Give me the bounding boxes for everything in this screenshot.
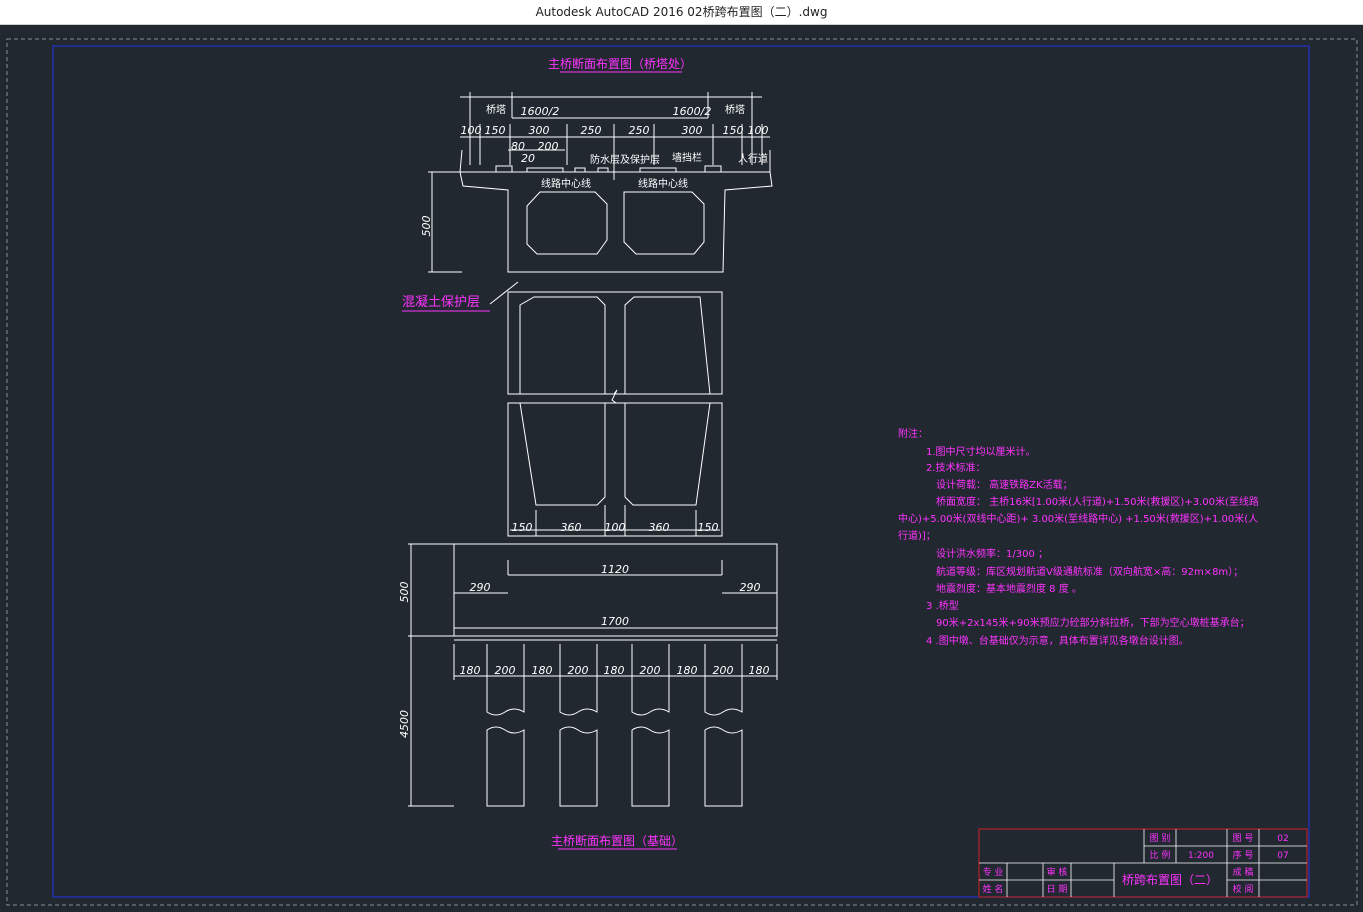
pile-dim-1: 200 bbox=[495, 664, 516, 677]
pile-dim-2: 180 bbox=[532, 664, 553, 677]
dim-1120: 1120 bbox=[601, 563, 629, 576]
note-2: 2.技术标准： bbox=[926, 461, 986, 474]
tb-label-date: 日 期 bbox=[1047, 884, 1068, 895]
dim-150a: 150 bbox=[485, 124, 506, 137]
title-block: 图 别 图 号 02 比 例 1:200 序 号 07 专 业 审 核 姓 名 … bbox=[978, 828, 1308, 898]
tb-label-draft: 成 稿 bbox=[1233, 866, 1254, 878]
pile-dim-5: 200 bbox=[640, 664, 661, 677]
window-titlebar: Autodesk AutoCAD 2016 02桥跨布置图（二）.dwg bbox=[0, 0, 1363, 25]
note-2b: 桥面宽度： 主桥16米[1.00米(人行道)+1.50米(救援区)+3.00米(… bbox=[936, 495, 1259, 508]
tb-drawing-name: 桥跨布置图（二） bbox=[1122, 873, 1218, 887]
dim-360-mid-b: 360 bbox=[649, 521, 670, 534]
label-tower-left: 桥塔 bbox=[486, 103, 506, 116]
note-2d: 航道等级：库区规划航道Ⅴ级通航标准（双向航宽×高：92m×8m）； bbox=[936, 565, 1243, 578]
pile-dim-7: 200 bbox=[713, 664, 734, 677]
dim-250a: 250 bbox=[581, 124, 602, 137]
tb-label-name: 姓 名 bbox=[983, 883, 1004, 895]
dim-1700: 1700 bbox=[601, 615, 629, 628]
tb-label-major: 专 业 bbox=[983, 866, 1004, 878]
dim-200: 200 bbox=[538, 140, 559, 153]
dim-150-mid-b: 150 bbox=[698, 521, 719, 534]
tb-value-scale: 1:200 bbox=[1188, 851, 1214, 861]
note-2a: 设计荷载： 高速铁路ZK活载； bbox=[936, 478, 1073, 491]
notes: 附注： 1.图中尺寸均以厘米计。 2.技术标准： 设计荷载： 高速铁路ZK活载；… bbox=[898, 427, 1259, 647]
label-sidewalk: 人行道 bbox=[738, 152, 768, 165]
label-fence: 墙挡栏 bbox=[672, 151, 702, 164]
pier-dims: 150 360 100 360 150 bbox=[512, 521, 719, 534]
note-2b-cont2: 行道)]； bbox=[898, 529, 936, 542]
top-title: 主桥断面布置图（桥塔处） bbox=[548, 56, 692, 71]
pile-dim-0: 180 bbox=[460, 664, 481, 677]
pile-dim-4: 180 bbox=[604, 664, 625, 677]
girder-section bbox=[428, 92, 773, 305]
frame-border bbox=[52, 45, 1310, 898]
label-protect-layer: 混凝土保护层 bbox=[402, 294, 480, 310]
drawing-svg[interactable]: 主桥断面布置图（桥塔处） bbox=[0, 25, 1363, 912]
tb-value-seq: 07 bbox=[1277, 851, 1288, 861]
dim-300a: 300 bbox=[529, 124, 550, 137]
tb-label-check: 校 阅 bbox=[1233, 883, 1254, 895]
dim-100b: 100 bbox=[748, 124, 769, 137]
dim-290-left: 290 bbox=[470, 581, 491, 594]
note-3: 3 .桥型 bbox=[926, 599, 959, 612]
label-waterproof: 防水层及保护层 bbox=[590, 153, 660, 166]
foundation bbox=[408, 543, 778, 807]
dim-250b: 250 bbox=[629, 124, 650, 137]
label-half-left: 1600/2 bbox=[521, 105, 560, 118]
note-1: 1.图中尺寸均以厘米计。 bbox=[926, 445, 1036, 458]
dim-150b: 150 bbox=[723, 124, 744, 137]
label-half-right: 1600/2 bbox=[673, 105, 712, 118]
bottom-title: 主桥断面布置图（基础） bbox=[551, 833, 683, 848]
dim-100-mid: 100 bbox=[605, 521, 626, 534]
tb-label-seq: 序 号 bbox=[1233, 849, 1254, 861]
dim-100a: 100 bbox=[461, 124, 482, 137]
dim-500-top: 500 bbox=[420, 216, 433, 237]
label-track-right: 线路中心线 bbox=[638, 177, 688, 190]
dim-360-mid-a: 360 bbox=[561, 521, 582, 534]
pile-dim-6: 180 bbox=[677, 664, 698, 677]
dim-300b: 300 bbox=[682, 124, 703, 137]
drawing-canvas[interactable]: 主桥断面布置图（桥塔处） bbox=[0, 25, 1363, 912]
pile-dim-3: 200 bbox=[568, 664, 589, 677]
foundation-dims: 500 1120 290 290 1700 4500 180 200 180 2… bbox=[398, 563, 770, 738]
note-2e: 地震烈度：基本地震烈度 8 度 。 bbox=[936, 582, 1082, 595]
label-tower-right: 桥塔 bbox=[725, 103, 745, 116]
dim-20: 20 bbox=[521, 152, 535, 165]
note-3a: 90米+2x145米+90米预应力砼部分斜拉桥，下部为空心墩桩基承台； bbox=[936, 616, 1250, 629]
pier-shaft bbox=[507, 291, 723, 537]
note-2b-cont1: 中心)+5.00米(双线中心距)+ 3.00米(至线路中心) +1.50米(救援… bbox=[898, 512, 1258, 525]
dim-80: 80 bbox=[511, 140, 525, 153]
tb-label-scale: 比 例 bbox=[1150, 849, 1171, 861]
note-2c: 设计洪水频率：1/300 ； bbox=[936, 547, 1048, 560]
dim-290-right: 290 bbox=[740, 581, 761, 594]
sheet-border bbox=[6, 38, 1358, 906]
tb-label-review: 审 核 bbox=[1047, 866, 1068, 878]
note-4: 4 .图中墩、台基础仅为示意，具体布置详见各墩台设计图。 bbox=[926, 634, 1189, 647]
dim-4500: 4500 bbox=[398, 710, 411, 738]
notes-heading: 附注： bbox=[898, 427, 928, 440]
dim-500-found: 500 bbox=[398, 582, 411, 603]
tb-label-drawing-type: 图 别 bbox=[1150, 833, 1171, 844]
dim-150-mid-a: 150 bbox=[512, 521, 533, 534]
tb-label-drawing-no: 图 号 bbox=[1233, 833, 1254, 844]
label-track-left: 线路中心线 bbox=[541, 177, 591, 190]
tb-value-drawing-no: 02 bbox=[1277, 834, 1288, 844]
girder-labels: 桥塔 桥塔 1600/2 1600/2 100 150 300 250 250 … bbox=[420, 103, 769, 237]
pile-dim-8: 180 bbox=[749, 664, 770, 677]
window-title: Autodesk AutoCAD 2016 02桥跨布置图（二）.dwg bbox=[535, 5, 828, 19]
